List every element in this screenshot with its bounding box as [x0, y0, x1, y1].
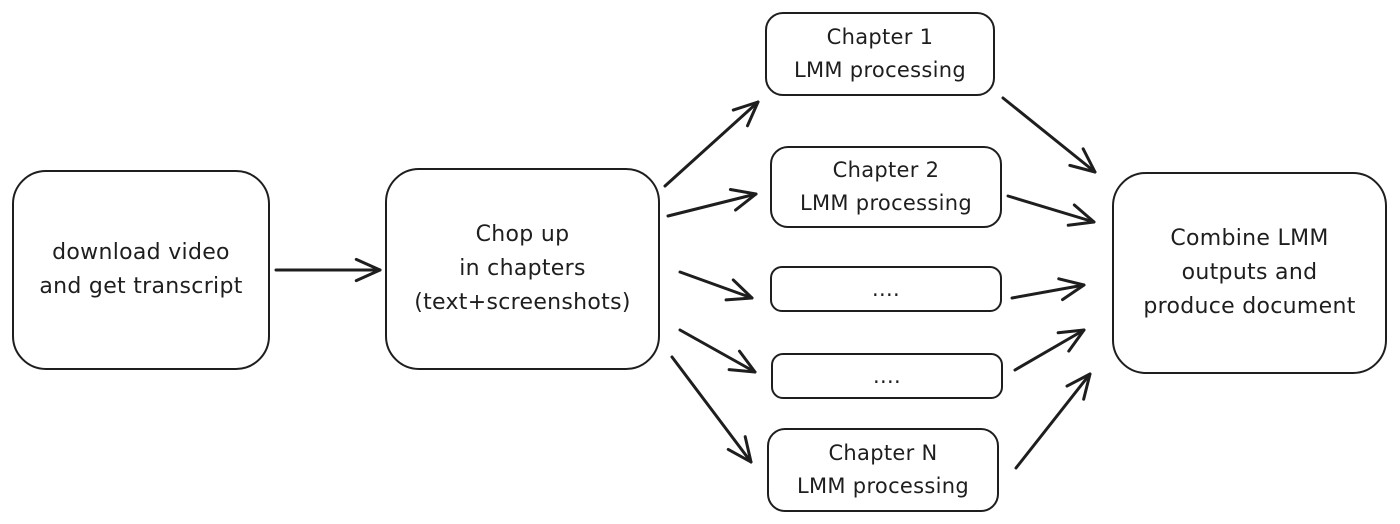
edge-ch2-to-combine	[1006, 194, 1096, 227]
edge-line	[1013, 328, 1086, 372]
node-chapter-ellipsis-1: ....	[770, 266, 1002, 312]
edge-ch1-to-combine	[1001, 96, 1097, 174]
node-chapter-ellipsis-2: ....	[771, 353, 1003, 399]
node-chapter-2: Chapter 2 LMM processing	[770, 146, 1002, 228]
node-chapter-ellipsis-2-label: ....	[873, 363, 901, 388]
edge-chop-to-ch3	[678, 270, 754, 302]
arrowhead-icon	[728, 187, 758, 212]
arrowhead-icon	[724, 278, 754, 302]
arrowhead-icon	[1066, 203, 1096, 227]
node-combine: Combine LMM outputs and produce document	[1112, 172, 1387, 374]
node-chop: Chop up in chapters (text+screenshots)	[385, 168, 660, 370]
edge-line	[678, 328, 757, 374]
edge-chN-to-combine	[1014, 372, 1092, 470]
edge-line	[670, 355, 753, 464]
edge-chop-to-ch4	[678, 328, 757, 374]
edge-chop-to-chN	[670, 355, 753, 464]
node-download-label: download video and get transcript	[39, 240, 243, 299]
edge-chop-to-ch2	[666, 187, 758, 218]
node-chop-label: Chop up in chapters (text+screenshots)	[414, 222, 631, 315]
node-chapter-n-label: Chapter N LMM processing	[797, 441, 969, 498]
node-chapter-ellipsis-1-label: ....	[872, 276, 900, 301]
arrowhead-icon	[1068, 147, 1097, 174]
edge-chop-to-ch1	[663, 100, 760, 188]
node-chapter-1: Chapter 1 LMM processing	[765, 12, 995, 96]
edge-line	[1006, 194, 1096, 224]
arrowhead-icon	[1056, 328, 1086, 353]
edge-download-to-chop	[274, 257, 382, 283]
arrowhead-icon	[1057, 277, 1086, 302]
edge-line	[663, 100, 760, 188]
node-download: download video and get transcript	[12, 170, 270, 370]
arrowhead-icon	[1065, 372, 1092, 401]
edge-ch4-to-combine	[1013, 328, 1086, 372]
edge-line	[678, 270, 754, 300]
edge-line	[1010, 283, 1086, 300]
edge-line	[1001, 96, 1097, 174]
edge-line	[1014, 372, 1092, 470]
node-combine-label: Combine LMM outputs and produce document	[1143, 226, 1356, 319]
arrowhead-icon	[726, 435, 753, 464]
arrowhead-icon	[731, 100, 760, 128]
edge-line	[666, 192, 758, 218]
arrowhead-icon	[354, 257, 382, 283]
node-chapter-1-label: Chapter 1 LMM processing	[794, 25, 966, 82]
node-chapter-2-label: Chapter 2 LMM processing	[800, 158, 972, 215]
node-chapter-n: Chapter N LMM processing	[767, 428, 999, 512]
arrowhead-icon	[727, 349, 757, 374]
edge-ch3-to-combine	[1010, 277, 1086, 302]
